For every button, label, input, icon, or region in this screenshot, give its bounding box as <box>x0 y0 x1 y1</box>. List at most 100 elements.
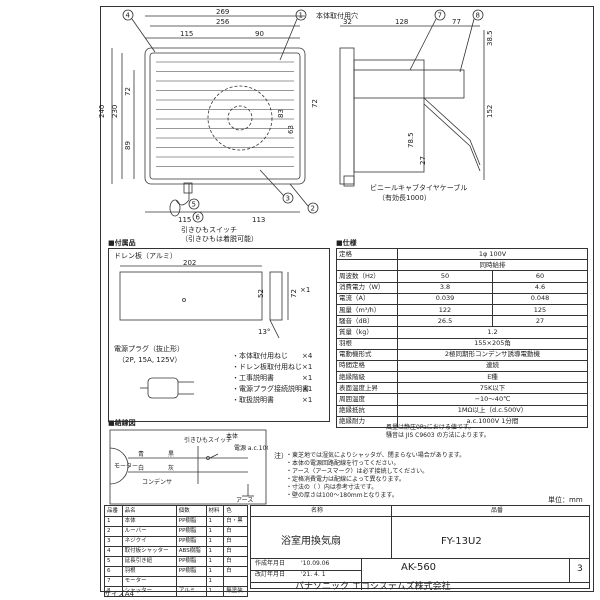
parts-cell: 取付板シャッター <box>121 546 177 558</box>
parts-cell: アルミ <box>175 586 207 598</box>
wiring-label-0: 本体 <box>226 432 238 440</box>
spec-label: 時間定格 <box>336 359 398 373</box>
dim-right-2: 78.5 <box>407 132 415 148</box>
label-pull-switch: 引きひもスイッチ <box>181 226 237 234</box>
parts-cell <box>223 576 248 588</box>
spec-value: 2極同期形コンデンサ誘導電動機 <box>397 348 588 361</box>
note-item: ・東芝地では湿気によりシャッタが、閉まらない場合があります。 <box>286 452 466 459</box>
sheet-number: 3 <box>577 564 583 574</box>
parts-cell: 1 <box>205 556 225 568</box>
spec-label: 電流（A） <box>336 292 398 305</box>
spec-label: 絶縁耐力 <box>336 415 398 429</box>
parts-cell: 1 <box>205 526 225 538</box>
spec-row: 時間定格連続 <box>336 359 588 373</box>
parts-header: 材料 <box>205 504 225 518</box>
spec-value: 0.039 <box>397 292 493 305</box>
parts-cell: 3 <box>104 536 123 548</box>
label-pull-note: （引きひもは着脱可能） <box>181 235 258 243</box>
note-item: ・寸法の（ ）内は参考寸法です。 <box>286 484 378 491</box>
wiring-label-9: 灰 <box>168 464 174 472</box>
dim-top-4: 77 <box>452 18 461 26</box>
model-number: FY-13U2 <box>441 536 482 547</box>
parts-cell: PP樹脂 <box>175 566 207 578</box>
parts-cell: 1 <box>205 576 225 588</box>
plug-drawing <box>140 377 194 399</box>
spec-label: 羽根 <box>336 337 398 350</box>
parts-cell: 5 <box>104 556 123 568</box>
balloon-3: 8 <box>476 12 480 20</box>
parts-cell: シャッター <box>121 586 177 598</box>
dim-top-1: 256 <box>216 18 230 26</box>
balloon-1: 1 <box>299 12 303 20</box>
parts-cell: 白 <box>223 526 248 538</box>
parts-cell: 白 <box>223 536 248 548</box>
dim-left-2: 72 <box>124 87 132 96</box>
parts-cell: 1 <box>104 516 123 528</box>
parts-cell: 白 <box>223 566 248 578</box>
note-item: ・本体の電源回路配線を行ってください。 <box>286 460 400 467</box>
parts-cell: 延長引き紐 <box>121 556 177 568</box>
company-name: パナソニック エコシステムズ株式会社 <box>295 582 451 592</box>
spec-label: 表面温度上昇 <box>336 382 398 395</box>
spec-label: 騒音（dB） <box>336 315 398 328</box>
product-name: 浴室用換気扇 <box>281 536 341 547</box>
parts-cell: 2 <box>104 526 123 538</box>
spec-value: E種 <box>397 371 588 384</box>
spec-value: −10〜40℃ <box>397 393 588 406</box>
parts-header-row: 品番品名個数材料色 <box>104 504 248 518</box>
spec-value: 122 <box>397 303 493 317</box>
balloon-5: 6 <box>196 214 201 222</box>
dim-center-1: 63 <box>287 125 295 134</box>
dim-left-1: 230 <box>111 105 119 118</box>
wiring-label-2: 電源 a.c.100V <box>234 444 268 452</box>
dim-right-3: 27 <box>419 156 427 165</box>
drain-plate-drawing: 202 52 72 13° <box>119 259 298 338</box>
parts-cell: 7 <box>104 576 123 588</box>
dim-right-0: 38.5 <box>486 30 494 46</box>
spec-mode: 同時給排 <box>397 259 588 272</box>
parts-header: 個数 <box>175 504 207 518</box>
drawing-number: AK-560 <box>401 562 437 573</box>
spec-value: 60 <box>491 270 589 283</box>
spec-label: 風量（m³/h） <box>336 303 398 317</box>
parts-cell: 白 <box>223 546 248 558</box>
dim-top-0: 269 <box>216 8 229 16</box>
spec-label: 定格 <box>336 247 398 261</box>
main-drawing: 269 256 32 128 77 115 90 240 230 72 89 8… <box>98 8 494 224</box>
front-panel <box>144 47 306 185</box>
date2-label: 改訂年月日 <box>255 571 286 578</box>
dim-center-2: 72 <box>311 99 319 108</box>
accessory-item: ・ドレン板取付用ねじ×1 <box>232 363 326 374</box>
spec-label: 周囲温度 <box>336 393 398 406</box>
parts-cell: 1 <box>205 516 225 528</box>
spec-note-0: 風量は静圧0Paにおける値です。 <box>386 424 475 431</box>
spec-value: a.c.1000V 1分間 <box>397 415 588 429</box>
accessory-qty: ×1 <box>302 374 313 382</box>
accessory-item: ・取扱説明書×1 <box>232 396 326 407</box>
dim-top-3: 128 <box>395 18 408 26</box>
parts-cell: 1 <box>205 566 225 578</box>
spec-value: 1.2 <box>397 326 588 339</box>
accessory-qty: ×1 <box>302 363 313 371</box>
accessory-qty: ×1 <box>302 396 313 404</box>
spec-label: 絶縁階級 <box>336 371 398 384</box>
parts-header: 色 <box>223 504 248 518</box>
sheet-frame <box>100 6 594 592</box>
parts-cell: PP樹脂 <box>175 516 207 528</box>
label-cable-len: （有効長1000） <box>378 194 431 202</box>
spec-value: 4.6 <box>491 281 589 294</box>
parts-cell: 1 <box>205 586 225 598</box>
plug-spec: （2P, 15A, 125V） <box>118 356 182 364</box>
spec-row: 周囲温度−10〜40℃ <box>336 393 588 406</box>
accessory-item: ・本体取付用ねじ×4 <box>232 352 326 363</box>
wiring-label-1: 引きひもスイッチ <box>184 436 232 444</box>
accessory-item: ・電源プラグ接続説明書×1 <box>232 385 326 396</box>
